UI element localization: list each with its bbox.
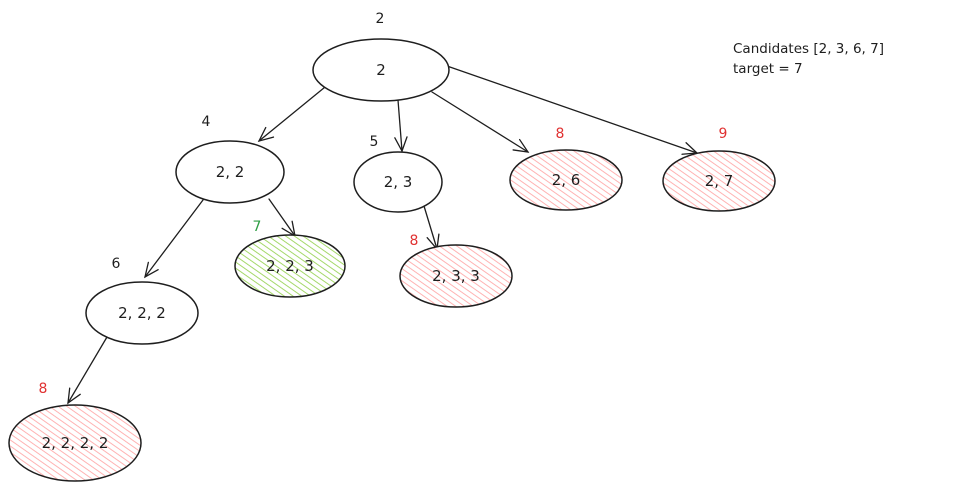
node-label: 2, 2, 3	[266, 257, 314, 275]
tree-node: 22	[312, 11, 450, 102]
tree-node: 2, 2, 3 7	[234, 219, 346, 298]
node-ellipse	[85, 281, 199, 345]
edges-layer	[67, 65, 699, 405]
node-sum: 8	[410, 233, 419, 249]
tree-node: 2, 6 8	[509, 126, 623, 211]
node-ellipse	[509, 149, 623, 211]
tree-node: 2, 3 5	[353, 134, 443, 213]
edge-line	[423, 205, 438, 250]
node-sum: 8	[556, 126, 565, 142]
candidates-note: Candidates [2, 3, 6, 7] target = 7	[733, 41, 884, 77]
edge-arrow	[423, 205, 440, 251]
edge-arrow	[431, 91, 530, 153]
node-ellipse	[399, 244, 513, 308]
arrowhead-icon	[394, 136, 408, 153]
edge-line	[431, 91, 529, 153]
node-ellipse	[312, 38, 450, 102]
node-label: 2, 6	[552, 171, 581, 189]
node-sum: 9	[719, 126, 728, 142]
edge-line	[144, 199, 204, 278]
candidates-label: Candidates [2, 3, 6, 7]	[733, 41, 884, 57]
node-sum: 7	[253, 219, 262, 235]
tree-node: 2, 2 4	[175, 114, 285, 204]
edge-line	[397, 99, 403, 152]
edge-arrow	[446, 65, 699, 155]
node-sum: 6	[112, 256, 121, 272]
edge-arrow	[67, 336, 108, 405]
arrowhead-icon	[144, 261, 159, 279]
node-ellipse	[353, 151, 443, 213]
tree-node: 2, 2, 2 6	[85, 256, 199, 345]
tree-node: 2, 7 9	[662, 126, 776, 212]
edge-line	[446, 65, 698, 154]
edge-arrow	[394, 99, 408, 153]
node-label: 2, 2, 2, 2	[42, 434, 109, 452]
node-ellipse	[662, 150, 776, 212]
node-label: 2, 7	[705, 172, 734, 190]
edge-line	[67, 336, 108, 404]
node-ellipse	[175, 140, 285, 204]
node-sum: 4	[202, 114, 211, 130]
tree-node: 2, 3, 3 8	[399, 233, 513, 308]
node-label: 2, 3	[384, 173, 413, 191]
node-label: 2, 2	[216, 163, 245, 181]
node-ellipse	[234, 234, 346, 298]
edge-arrow	[144, 199, 204, 279]
tree-node: 2, 2, 2, 2 8	[8, 381, 142, 482]
node-ellipse	[8, 404, 142, 482]
edge-line	[268, 198, 296, 237]
edge-arrow	[268, 198, 296, 238]
node-sum: 8	[39, 381, 48, 397]
arrowhead-icon	[512, 138, 530, 153]
node-sum: 5	[370, 134, 379, 150]
node-label: 2, 2, 2	[118, 304, 166, 322]
node-label: 2, 3, 3	[432, 267, 480, 285]
arrowhead-icon	[257, 126, 275, 143]
target-label: target = 7	[733, 61, 803, 77]
arrowhead-icon	[67, 387, 81, 405]
node-sum: 2	[376, 11, 385, 27]
node-label: 2	[376, 61, 386, 79]
